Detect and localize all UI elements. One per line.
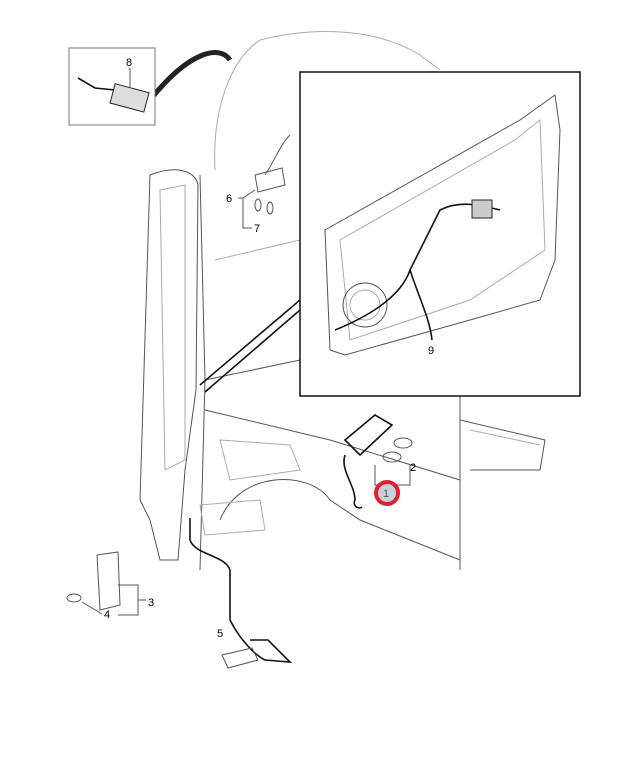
callout-3: 3 <box>148 597 154 609</box>
step-lamp-harness <box>189 518 293 669</box>
footwell-lamp <box>66 551 146 616</box>
callout-4: 4 <box>104 609 110 621</box>
callout-7: 7 <box>254 223 260 235</box>
callout-2: 2 <box>410 462 416 474</box>
callout-8: 8 <box>126 57 132 69</box>
callout-6: 6 <box>226 193 232 205</box>
interior-lamp <box>238 134 291 229</box>
callout-1-highlight[interactable]: 1 <box>374 480 400 506</box>
callout-5: 5 <box>217 628 223 640</box>
harness-cable <box>148 50 233 102</box>
callout-9: 9 <box>428 345 434 357</box>
item-8-inset <box>68 47 156 126</box>
callout-1[interactable]: 1 <box>383 488 389 500</box>
door-detail-inset <box>199 71 581 397</box>
